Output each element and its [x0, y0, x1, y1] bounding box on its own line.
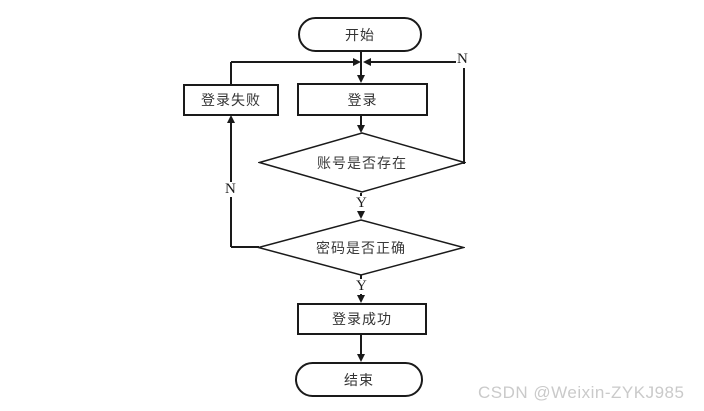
node-label-password-check: 密码是否正确	[316, 241, 406, 257]
node-label-end: 结束	[344, 373, 374, 389]
node-label-login-fail: 登录失败	[201, 94, 261, 109]
node-label-login-success: 登录成功	[332, 313, 392, 328]
node-label-login: 登录	[347, 93, 378, 109]
flowchart-node-end: 结束	[295, 362, 423, 397]
edge-label-account-no: N	[456, 51, 469, 67]
edge-password-no-horizontal	[231, 246, 259, 248]
edge-login-to-account-check	[360, 116, 362, 125]
edge-fail-return-vertical	[230, 62, 232, 84]
flowchart-node-start: 开始	[298, 17, 422, 52]
edge-account-no-vertical	[463, 68, 465, 164]
arrowhead-account-no-into-junction	[363, 58, 371, 66]
edge-label-account-yes: Y	[355, 195, 368, 211]
flowchart-node-password-check: 密码是否正确	[257, 219, 465, 276]
arrowhead-into-login-fail	[227, 115, 235, 123]
arrowhead-into-end	[357, 354, 365, 362]
flowchart-node-login-fail: 登录失败	[183, 84, 279, 116]
arrowhead-into-login	[357, 75, 365, 83]
edge-fail-return-horizontal	[231, 61, 354, 63]
arrowhead-into-password-check	[357, 211, 365, 219]
edge-account-no-horizontal	[369, 61, 457, 63]
edge-success-to-end	[360, 335, 362, 355]
edge-label-password-no: N	[224, 181, 237, 197]
node-label-account-check: 账号是否存在	[317, 156, 407, 172]
flowchart-node-account-check: 账号是否存在	[258, 132, 466, 193]
node-label-start: 开始	[345, 28, 375, 44]
edge-label-password-yes: Y	[355, 278, 368, 294]
arrowhead-into-account-check	[357, 125, 365, 133]
flowchart-node-login-success: 登录成功	[297, 303, 427, 335]
arrowhead-fail-return-into-junction	[353, 58, 361, 66]
diamond-shape	[257, 219, 465, 276]
flowchart-node-login: 登录	[297, 83, 428, 116]
diamond-shape	[258, 132, 466, 193]
watermark: CSDN @Weixin-ZYKJ985	[478, 383, 685, 402]
arrowhead-into-login-success	[357, 295, 365, 303]
